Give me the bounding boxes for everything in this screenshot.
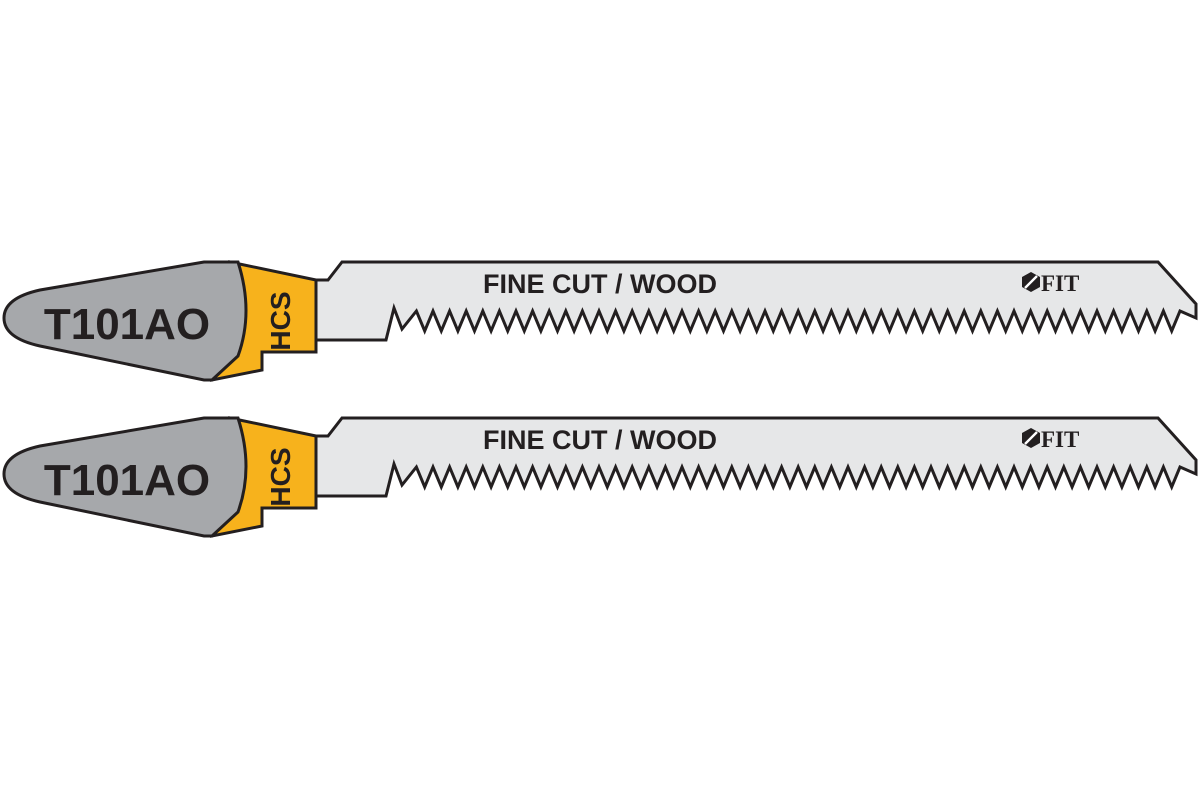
blade-label: FINE CUT / WOOD	[483, 425, 717, 455]
material-label: HCS	[265, 291, 296, 350]
fit-hexagon-logo-icon	[1022, 428, 1040, 448]
blade-label: FINE CUT / WOOD	[483, 269, 717, 299]
material-label: HCS	[265, 447, 296, 506]
jigsaw-blade: T101AO HCS FINE CUT / WOOD FIT	[2, 416, 1198, 538]
blade-code: T101AO	[44, 456, 210, 505]
fit-hexagon-logo-icon	[1022, 272, 1040, 292]
blade-body	[298, 416, 1198, 498]
blade-shank	[2, 260, 248, 382]
brand-name: FIT	[1041, 271, 1079, 296]
blade-code: T101AO	[44, 300, 210, 349]
brand-name: FIT	[1041, 427, 1079, 452]
brand-logo: FIT	[1022, 271, 1079, 296]
brand-logo: FIT	[1022, 427, 1079, 452]
blade-shank	[2, 416, 248, 538]
jigsaw-blade: T101AO HCS FINE CUT / WOOD FIT	[2, 260, 1198, 382]
blade-body	[298, 260, 1198, 342]
